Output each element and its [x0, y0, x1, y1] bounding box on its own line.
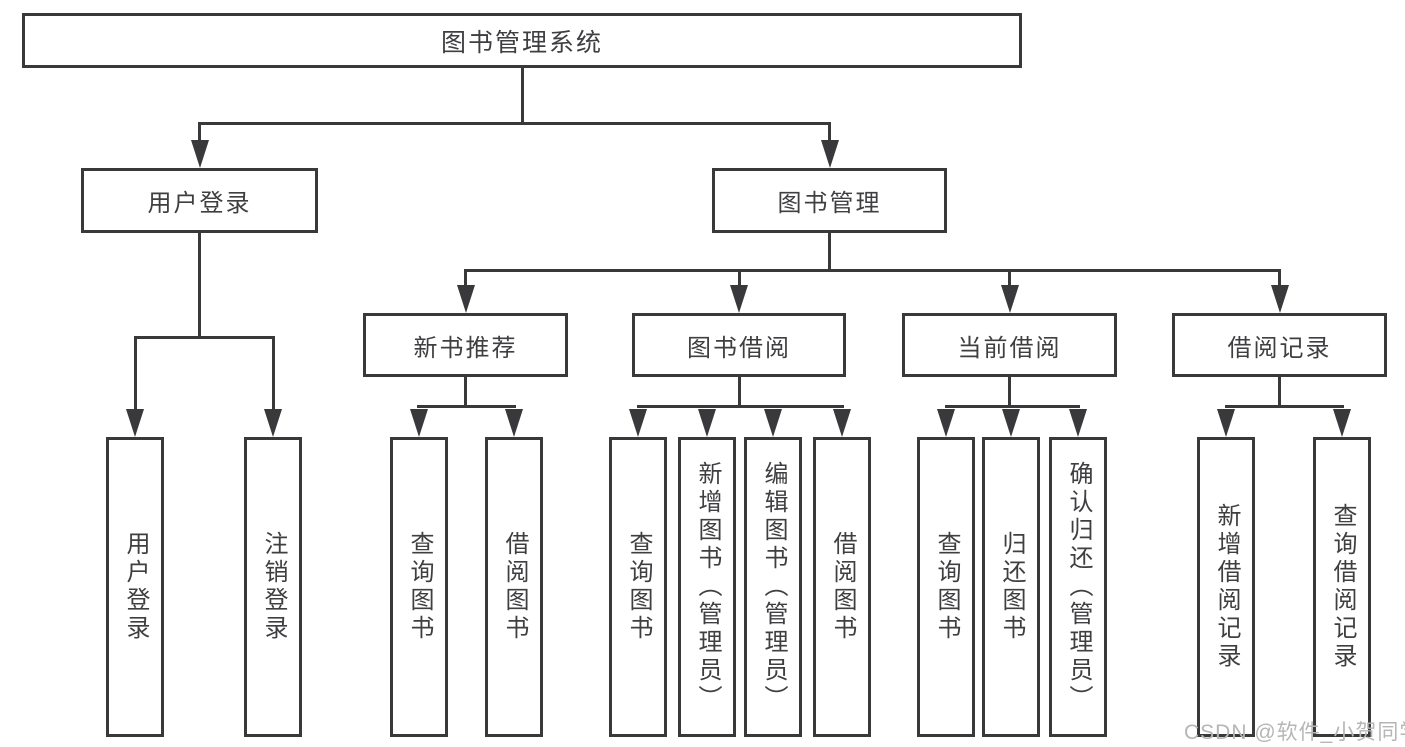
- node-book-borrowing-label: 图书借阅: [687, 334, 791, 362]
- connector-line: [464, 269, 1281, 272]
- connector-line: [944, 405, 1080, 408]
- arrow-down-icon: [820, 140, 839, 168]
- node-current-borrowing-label: 当前借阅: [957, 334, 1062, 362]
- connector-line: [1224, 405, 1344, 408]
- leaf-add-borrow-record: 新增借阅记录: [1197, 437, 1255, 737]
- connector-line: [1278, 269, 1281, 288]
- arrow-down-icon: [1002, 409, 1020, 437]
- connector-line: [271, 336, 275, 411]
- connector-line: [133, 336, 137, 411]
- arrow-down-icon: [730, 285, 748, 313]
- leaf-confirm-return-admin: 确认归还（管理员）: [1049, 437, 1107, 737]
- arrow-down-icon: [1000, 285, 1019, 313]
- leaf-current-query-books-label: 查询图书: [933, 531, 960, 643]
- leaf-logout: 注销登录: [244, 437, 302, 737]
- arrow-down-icon: [410, 409, 428, 437]
- connector-line: [464, 269, 467, 288]
- node-root-label: 图书管理系统: [440, 28, 603, 57]
- connector-line: [464, 377, 467, 408]
- arrow-down-icon: [698, 409, 716, 437]
- connector-line: [737, 269, 741, 288]
- connector-line: [737, 377, 741, 408]
- connector-line: [198, 232, 201, 339]
- leaf-add-books-admin-label: 新增图书（管理员）: [694, 461, 721, 713]
- leaf-borrowing-query-books: 查询图书: [609, 437, 667, 737]
- leaf-newbook-query-books: 查询图书: [390, 437, 448, 737]
- node-book-borrowing: 图书借阅: [632, 313, 846, 377]
- arrow-down-icon: [833, 409, 851, 437]
- node-root: 图书管理系统: [22, 13, 1022, 68]
- arrow-down-icon: [764, 409, 782, 437]
- arrow-down-icon: [190, 140, 209, 168]
- node-new-book-recommend-label: 新书推荐: [413, 334, 518, 362]
- arrow-down-icon: [264, 409, 282, 437]
- leaf-edit-books-admin: 编辑图书（管理员）: [744, 437, 802, 737]
- leaf-borrowing-borrow-books: 借阅图书: [813, 437, 871, 737]
- leaf-add-books-admin: 新增图书（管理员）: [678, 437, 736, 737]
- connector-line: [828, 233, 831, 272]
- connector-line: [1008, 377, 1011, 408]
- leaf-borrowing-query-books-label: 查询图书: [625, 531, 652, 643]
- leaf-query-borrow-record-label: 查询借阅记录: [1329, 503, 1356, 671]
- connector-line: [133, 336, 275, 339]
- leaf-newbook-borrow-books-label: 借阅图书: [501, 531, 528, 643]
- arrow-down-icon: [456, 285, 475, 313]
- arrow-down-icon: [1217, 409, 1235, 437]
- connector-line: [520, 68, 524, 125]
- node-borrowing-records-label: 借阅记录: [1227, 334, 1332, 362]
- arrow-down-icon: [126, 409, 144, 437]
- arrow-down-icon: [1069, 409, 1087, 437]
- arrow-down-icon: [937, 409, 955, 437]
- leaf-user-login-label: 用户登录: [122, 531, 149, 643]
- connector-line: [1008, 269, 1011, 288]
- leaf-edit-books-admin-label: 编辑图书（管理员）: [760, 461, 787, 713]
- arrow-down-icon: [504, 409, 523, 437]
- leaf-return-books: 归还图书: [982, 437, 1040, 737]
- leaf-newbook-borrow-books: 借阅图书: [485, 437, 543, 737]
- connector-line: [417, 405, 516, 408]
- node-book-management-label: 图书管理: [777, 190, 882, 217]
- leaf-logout-label: 注销登录: [260, 531, 287, 643]
- leaf-query-borrow-record: 查询借阅记录: [1313, 437, 1371, 737]
- connector-line: [198, 122, 831, 125]
- node-book-management: 图书管理: [712, 168, 947, 233]
- leaf-current-query-books: 查询图书: [917, 437, 975, 737]
- node-new-book-recommend: 新书推荐: [363, 313, 568, 377]
- leaf-confirm-return-admin-label: 确认归还（管理员）: [1065, 461, 1092, 713]
- node-current-borrowing: 当前借阅: [902, 313, 1117, 377]
- connector-line: [636, 405, 844, 408]
- arrow-down-icon: [1270, 285, 1289, 313]
- connector-line: [828, 122, 831, 144]
- node-user-login-label: 用户登录: [147, 190, 252, 217]
- leaf-newbook-query-books-label: 查询图书: [406, 531, 433, 643]
- leaf-add-borrow-record-label: 新增借阅记录: [1213, 503, 1240, 671]
- arrow-down-icon: [1333, 409, 1351, 437]
- watermark: CSDN @软件_小贺同学: [1184, 721, 1405, 744]
- leaf-return-books-label: 归还图书: [998, 531, 1025, 643]
- connector-line: [1278, 377, 1281, 408]
- connector-line: [198, 122, 201, 144]
- node-user-login: 用户登录: [81, 168, 318, 233]
- leaf-borrowing-borrow-books-label: 借阅图书: [829, 531, 856, 643]
- arrow-down-icon: [629, 409, 647, 437]
- leaf-user-login: 用户登录: [106, 437, 164, 737]
- node-borrowing-records: 借阅记录: [1172, 313, 1387, 377]
